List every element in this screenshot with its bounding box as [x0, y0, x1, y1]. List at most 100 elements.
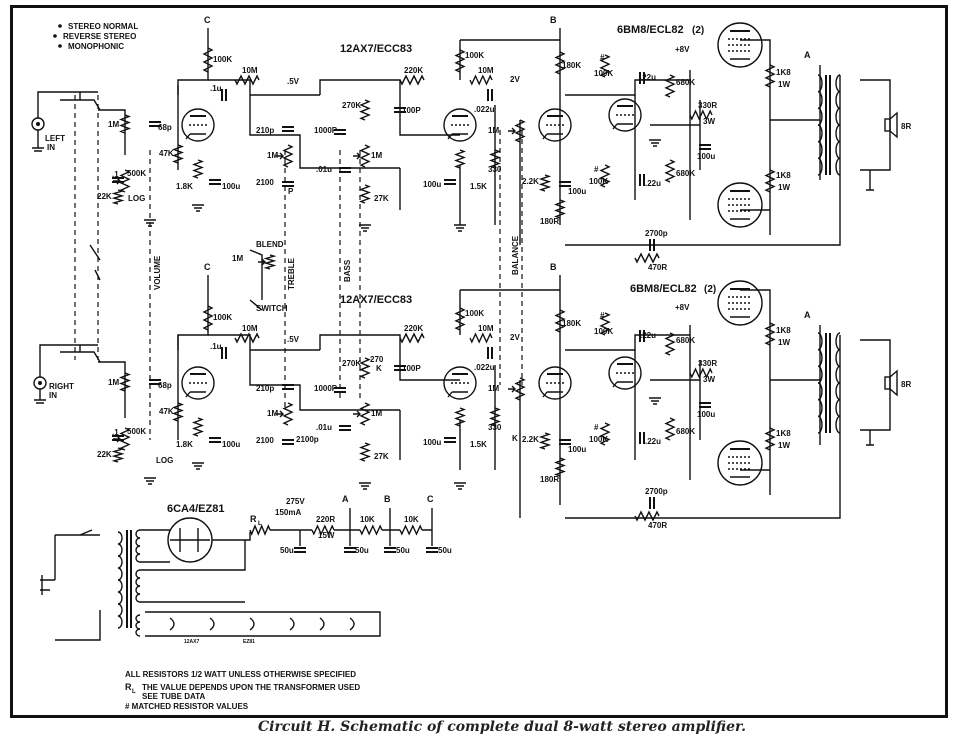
bass-resistor-left: 270K: [342, 99, 371, 121]
pot-wiper: [508, 385, 516, 393]
coupling-22u-b-left: .22u: [639, 174, 661, 188]
coupling-22u-a-left: .22u: [639, 72, 656, 84]
resistor-value: 27K: [374, 194, 389, 203]
output-pentode-a-left: [717, 22, 763, 68]
resistor-value: 10K: [404, 515, 419, 524]
treble-cap-left: 210p: [256, 126, 294, 135]
svg-text:SEE TUBE DATA: SEE TUBE DATA: [142, 692, 205, 701]
resistor-value: 1.8K: [176, 440, 193, 449]
output-pentode-b-left: [717, 182, 763, 228]
filter-cap-4: 50u: [426, 546, 452, 555]
legend-reverse-stereo: REVERSE STEREO: [63, 32, 136, 41]
cathode-bypass-2-right: 100u: [423, 437, 456, 447]
svg-text:LOG: LOG: [156, 456, 173, 465]
grid-680k-a-right: 680K: [664, 332, 695, 356]
notes: ALL RESISTORS 1/2 WATT UNLESS OTHERWISE …: [125, 670, 360, 711]
right-input: RIGHT IN: [33, 344, 98, 404]
resistor-value: 680K: [676, 78, 695, 87]
capacitor-value: 50u: [438, 546, 452, 555]
preamp-triode-1-right: [181, 366, 215, 400]
svg-text:B: B: [550, 262, 557, 272]
cathode-resistor-left: 1.8K: [176, 159, 204, 191]
driver-bypass-left: 100u: [559, 181, 586, 196]
feedback-100p-left: 100P: [394, 106, 421, 115]
ground-symbol: [454, 224, 466, 232]
capacitor-value: 2700p: [645, 487, 668, 496]
treble-pot-right: 1M: [267, 402, 294, 426]
resistor-value: 270: [370, 355, 384, 364]
tube-label-rectifier: 6CA4/EZ81: [167, 503, 224, 515]
resistor-value: 1M: [108, 378, 119, 387]
svg-text:R: R: [125, 682, 132, 692]
resistor-value: 10M: [242, 66, 258, 75]
grid-leak-resistor-right: 10M: [234, 324, 260, 344]
resistor-value: 100K: [465, 51, 484, 60]
ground-symbol: [144, 477, 156, 485]
switch-label: SWITCH: [256, 304, 288, 313]
tube-label-output-top: 6BM8/ECL82: [617, 24, 684, 36]
resistor-value: 220K: [404, 324, 423, 333]
preamp-triode-2-left: [443, 108, 477, 142]
capacitor-value: 100u: [222, 182, 240, 191]
feedback-2700p-right: 2700p: [645, 487, 668, 509]
capacitor-unit: P: [288, 187, 294, 196]
channel-wiring: [177, 28, 891, 519]
resistor-value: 680K: [676, 336, 695, 345]
resistor-value: 220R: [316, 515, 335, 524]
volume-comp-res-right: 22K: [97, 447, 125, 463]
capacitor-value: 210p: [256, 384, 274, 393]
output-pentode-a-right: [717, 280, 763, 326]
resistor-value: 27K: [374, 452, 389, 461]
capacitor-value: 100u: [697, 152, 715, 161]
input-cap-68p-left: 68p: [149, 121, 172, 132]
rl-label: R: [250, 514, 257, 524]
capacitor-value: .1: [112, 170, 119, 179]
voltage-label: 2V: [510, 75, 520, 84]
volume-pot-left: 500K: [119, 169, 146, 193]
svg-text:(2): (2): [704, 284, 716, 295]
capacitor-value: .01u: [316, 423, 332, 432]
cathode-330r-left: 330R: [689, 101, 717, 121]
svg-text:C: C: [204, 15, 211, 25]
figure-caption: Circuit H. Schematic of complete dual 8-…: [258, 719, 746, 735]
capacitor-value: 1000P: [314, 384, 338, 393]
volume-comp-cap-right: .1: [112, 428, 124, 441]
cathode-330r-right: 330R: [689, 359, 717, 379]
svg-text:# MATCHED RESISTOR VALUES: # MATCHED RESISTOR VALUES: [125, 702, 249, 711]
resistor-value: 100K: [213, 313, 232, 322]
svg-text:(2): (2): [692, 25, 704, 36]
capacitor-value: 1000P: [314, 126, 338, 135]
grid-leak-resistor-left: 10M: [234, 66, 260, 86]
capacitor-value: 100P: [402, 364, 421, 373]
capacitor-value: 210p: [256, 126, 274, 135]
speaker-impedance: 8R: [901, 122, 911, 131]
cathode-1k5-right: 1.5K: [454, 407, 487, 449]
resistor-value: 500K: [127, 169, 146, 178]
bass-cap-01u-left: .01u: [316, 165, 351, 174]
resistor-value: 100K: [465, 309, 484, 318]
resistor-value: 47K: [159, 149, 174, 158]
capacitor-value: 100u: [222, 440, 240, 449]
grid-680k-b-right: 680K: [664, 417, 695, 441]
resistor-value: 1M: [488, 126, 499, 135]
svg-text:C: C: [427, 494, 434, 504]
resistor-value: 470R: [648, 263, 667, 272]
blend-pot: 1M: [232, 254, 277, 270]
output-transformer-right: [817, 332, 841, 434]
pot-wiper: [276, 410, 284, 418]
filter-cap-1: 50u: [280, 546, 306, 555]
preamp-triode-1-left: [181, 108, 215, 142]
grid-680k-b-left: 680K: [664, 159, 695, 183]
heater-tube-label: 12AX7: [184, 639, 200, 645]
coupling-cap-right: .1u: [210, 342, 227, 359]
preamp-triode-2-right: [443, 366, 477, 400]
coupling-22u-b-right: .22u: [639, 432, 661, 446]
speaker-left: 8R: [884, 111, 911, 139]
input-selector-switch: [60, 92, 126, 418]
voltage-label: +8V: [675, 303, 690, 312]
matched-mark: #: [600, 311, 605, 320]
legend: STEREO NORMAL REVERSE STEREO MONOPHONIC: [53, 22, 138, 51]
matched-mark: #: [594, 165, 599, 174]
matched-mark: #: [594, 423, 599, 432]
